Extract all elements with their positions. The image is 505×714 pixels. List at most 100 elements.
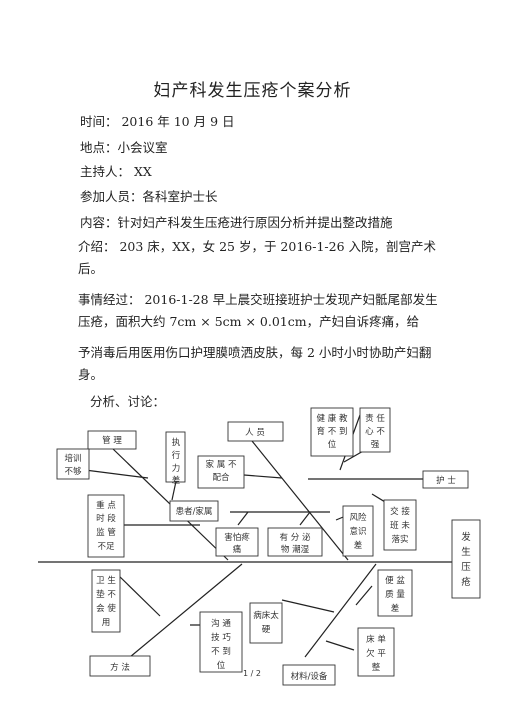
svg-text:用: 用 [102,618,111,628]
svg-text:力: 力 [172,463,181,474]
svg-text:监 管: 监 管 [96,527,116,538]
svg-text:执: 执 [172,437,181,448]
svg-text:位: 位 [217,660,226,671]
svg-text:压: 压 [461,562,471,573]
svg-text:差: 差 [172,475,181,486]
svg-text:垫 不: 垫 不 [96,589,116,600]
svg-text:不足: 不足 [97,542,115,552]
svg-text:育 不 到: 育 不 到 [317,426,348,437]
svg-text:行: 行 [172,450,181,461]
bone-method [129,563,243,658]
bone-hygiene [114,571,161,617]
svg-text:痛: 痛 [233,544,242,555]
svg-text:病床太: 病床太 [253,610,279,621]
svg-text:害怕疼: 害怕疼 [224,532,250,543]
bone-staff [251,440,349,561]
box-exec [165,431,186,483]
meeting-content: 内容：针对妇产科发生压疮进行原因分析并提出整改措施 [80,215,393,230]
box-health-edu [310,407,354,457]
bone-material [304,563,377,658]
box-supervision [87,494,125,558]
page-number: 1 / 2 [243,669,261,678]
svg-text:时 段: 时 段 [96,513,116,524]
bone-family [243,474,283,479]
box-sheets [357,627,395,677]
meeting-host: 主持人： XX [80,164,152,179]
svg-text:床 单: 床 单 [366,634,386,645]
box-patient-family [169,500,219,522]
svg-text:落实: 落实 [391,534,408,545]
svg-text:质 量: 质 量 [385,589,405,600]
svg-text:物 潮湿: 物 潮湿 [281,544,310,555]
svg-text:卫 生: 卫 生 [96,575,116,586]
svg-text:技 巧: 技 巧 [211,632,231,643]
case-event-part2: 予消毒后用医用伤口护理膜喷洒皮肤，每 2 小时小时协助产妇翻身。 [78,345,432,382]
bone-material-quality [355,585,373,606]
svg-text:班 未: 班 未 [390,520,410,531]
svg-text:硬: 硬 [262,625,271,635]
bone-fear [237,511,249,526]
svg-text:沟 通: 沟 通 [211,618,231,629]
svg-text:会 使: 会 使 [96,603,116,614]
label-training-1: 培训 [64,453,81,464]
svg-text:重 点: 重 点 [96,500,116,511]
svg-text:家 属 不: 家 属 不 [206,459,237,470]
box-nurse [422,470,469,489]
meeting-attendees: 参加人员：各科室护士长 [80,189,218,204]
svg-text:有 分 泌: 有 分 泌 [280,532,311,543]
bone-bed [281,599,335,613]
svg-text:整: 整 [372,662,381,673]
svg-text:健 康 教: 健 康 教 [317,413,348,424]
box-staff [227,421,284,442]
box-risk [342,505,374,557]
box-training [56,448,90,480]
svg-text:生: 生 [461,546,471,558]
document-title: 妇产科发生压疮个案分析 [153,81,352,101]
svg-text:护 士: 护 士 [436,475,456,486]
box-fear-pain [215,527,259,557]
box-management [87,430,137,450]
svg-text:患者/家属: 患者/家属 [176,506,213,517]
box-hygiene [91,569,121,633]
svg-text:不 到: 不 到 [211,647,231,657]
svg-text:风险: 风险 [349,512,367,523]
label-training-2: 不够 [64,466,82,477]
bone-sheets [325,640,355,651]
svg-text:责 任: 责 任 [365,413,385,424]
svg-text:交 接: 交 接 [390,506,410,517]
svg-text:位: 位 [328,439,337,450]
box-family [197,455,245,489]
svg-text:配合: 配合 [212,472,230,483]
bone-secretions [299,511,311,526]
case-intro: 介绍： 203 床，XX，女 25 岁，于 2016-1-26 入院，剖宫产术后… [78,239,437,276]
box-communication [199,611,243,673]
box-method [89,655,151,677]
svg-text:便 盆: 便 盆 [385,575,405,586]
svg-text:方 法: 方 法 [110,662,130,673]
case-event-part1: 事情经过： 2016-1-28 早上晨交班接班护士发现产妇骶尾部发生压疮，面积大… [78,292,438,329]
svg-text:差: 差 [354,540,363,551]
label-management: 管 理 [102,435,122,446]
box-material [282,664,336,686]
svg-text:人 员: 人 员 [245,428,265,438]
svg-text:材料/设备: 材料/设备 [291,671,328,682]
svg-text:差: 差 [391,603,400,614]
box-responsibility [359,407,391,453]
meeting-place: 地点：小会议室 [80,140,168,155]
discussion-heading: 分析、讨论： [90,394,166,409]
box-bed-hard [249,602,283,644]
bone-training [84,469,149,479]
meeting-time: 时间： 2016 年 10 月 9 日 [80,114,235,129]
svg-text:欠 平: 欠 平 [366,648,386,659]
box-secretions [267,527,323,557]
svg-text:发: 发 [461,531,471,543]
svg-text:疮: 疮 [461,576,471,588]
box-material-quality [377,569,413,617]
svg-text:心 不: 心 不 [365,427,385,437]
svg-text:意识: 意识 [349,526,366,537]
box-handover [383,499,417,551]
svg-text:强: 强 [371,440,380,450]
box-head [451,519,481,599]
